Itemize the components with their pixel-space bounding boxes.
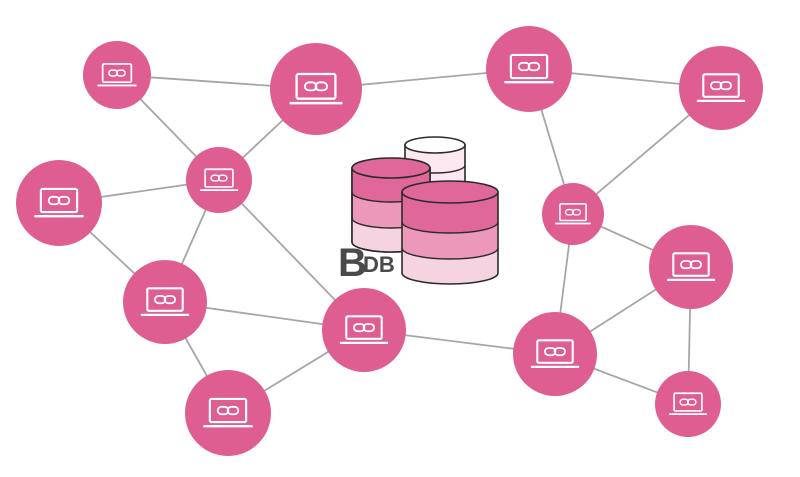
network-node (16, 160, 102, 246)
network-node (513, 312, 597, 396)
logo-big-letter: B (338, 241, 367, 285)
database-cylinder-front (401, 180, 499, 285)
network-node (123, 260, 207, 344)
network-node (486, 26, 572, 112)
database-icon (351, 136, 499, 285)
network-node (649, 225, 733, 309)
network-node (322, 288, 406, 372)
network-node (186, 147, 252, 213)
network-node (655, 371, 721, 437)
network-node (270, 43, 362, 135)
logo-suffix: DB (363, 252, 395, 277)
network-nodes (16, 26, 763, 456)
network-node (83, 41, 151, 109)
network-node (185, 370, 271, 456)
bdb-logo: B DB (338, 241, 395, 285)
network-node (542, 183, 604, 245)
network-node (679, 46, 763, 130)
